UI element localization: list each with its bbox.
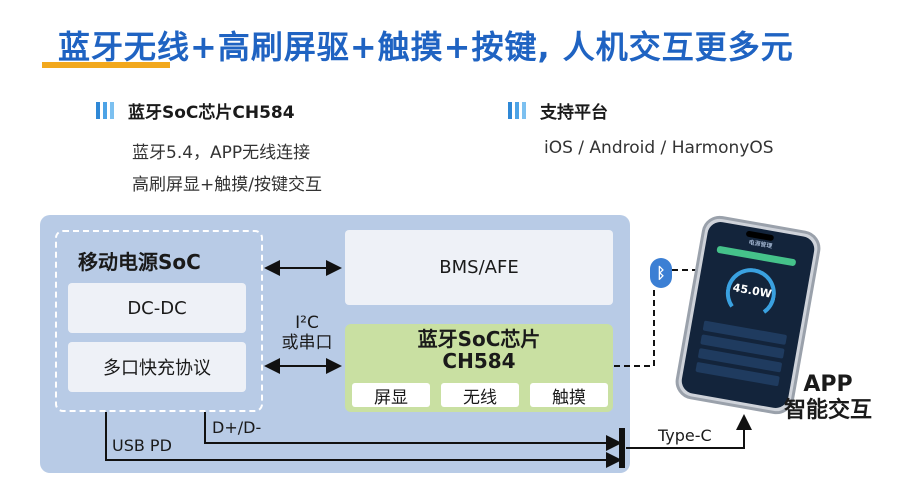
dashed-chip-to-bt [614, 288, 655, 367]
feature-chip-line-2: 高刷屏显+触摸/按键交互 [132, 175, 322, 195]
app-label: APP 智能交互 [768, 372, 888, 424]
fast-charge-box: 多口快充协议 [68, 342, 246, 392]
i2c-label-line2: 或串口 [281, 333, 333, 353]
chip-tag-display: 屏显 [352, 383, 430, 408]
feature-heading-chip: 蓝牙SoC芯片CH584 [96, 98, 295, 123]
i2c-label-line1: I²C [295, 313, 319, 333]
bms-afe-box: BMS/AFE [345, 230, 613, 305]
chip-tag-touch: 触摸 [530, 383, 608, 408]
chip-tag-wireless: 无线 [441, 383, 519, 408]
type-c-label: Type-C [658, 426, 712, 445]
feature-heading-chip-label: 蓝牙SoC芯片CH584 [128, 103, 295, 123]
type-c-connector [619, 428, 625, 468]
power-soc-title: 移动电源SoC [78, 250, 201, 274]
usb-pd-label: USB PD [112, 436, 172, 455]
bt-chip-name-line1: 蓝牙SoC芯片 [417, 327, 541, 351]
i2c-label: I²C 或串口 [274, 313, 340, 353]
power-soc-box [55, 230, 263, 412]
feature-platform-line-1: iOS / Android / HarmonyOS [544, 138, 774, 158]
type-c-line [626, 414, 752, 449]
page-title: 蓝牙无线+高刷屏驱+触摸+按键, 人机交互更多元 [58, 28, 794, 66]
bars-icon [508, 102, 526, 119]
dcdc-box: DC-DC [68, 283, 246, 333]
feature-heading-platform: 支持平台 [508, 98, 608, 123]
app-label-line1: APP [803, 372, 853, 397]
feature-chip-line-1: 蓝牙5.4，APP无线连接 [132, 143, 311, 163]
dp-dm-line [204, 412, 622, 451]
bt-chip-name: 蓝牙SoC芯片 CH584 [345, 328, 613, 372]
dp-dm-label: D+/D- [212, 418, 262, 437]
bluetooth-icon: ᛒ [650, 258, 672, 288]
app-label-line2: 智能交互 [783, 398, 872, 423]
usb-pd-line [105, 412, 622, 468]
bt-chip-name-line2: CH584 [442, 349, 516, 373]
feature-heading-platform-label: 支持平台 [540, 103, 608, 123]
bars-icon [96, 102, 114, 119]
title-underline [42, 62, 170, 68]
